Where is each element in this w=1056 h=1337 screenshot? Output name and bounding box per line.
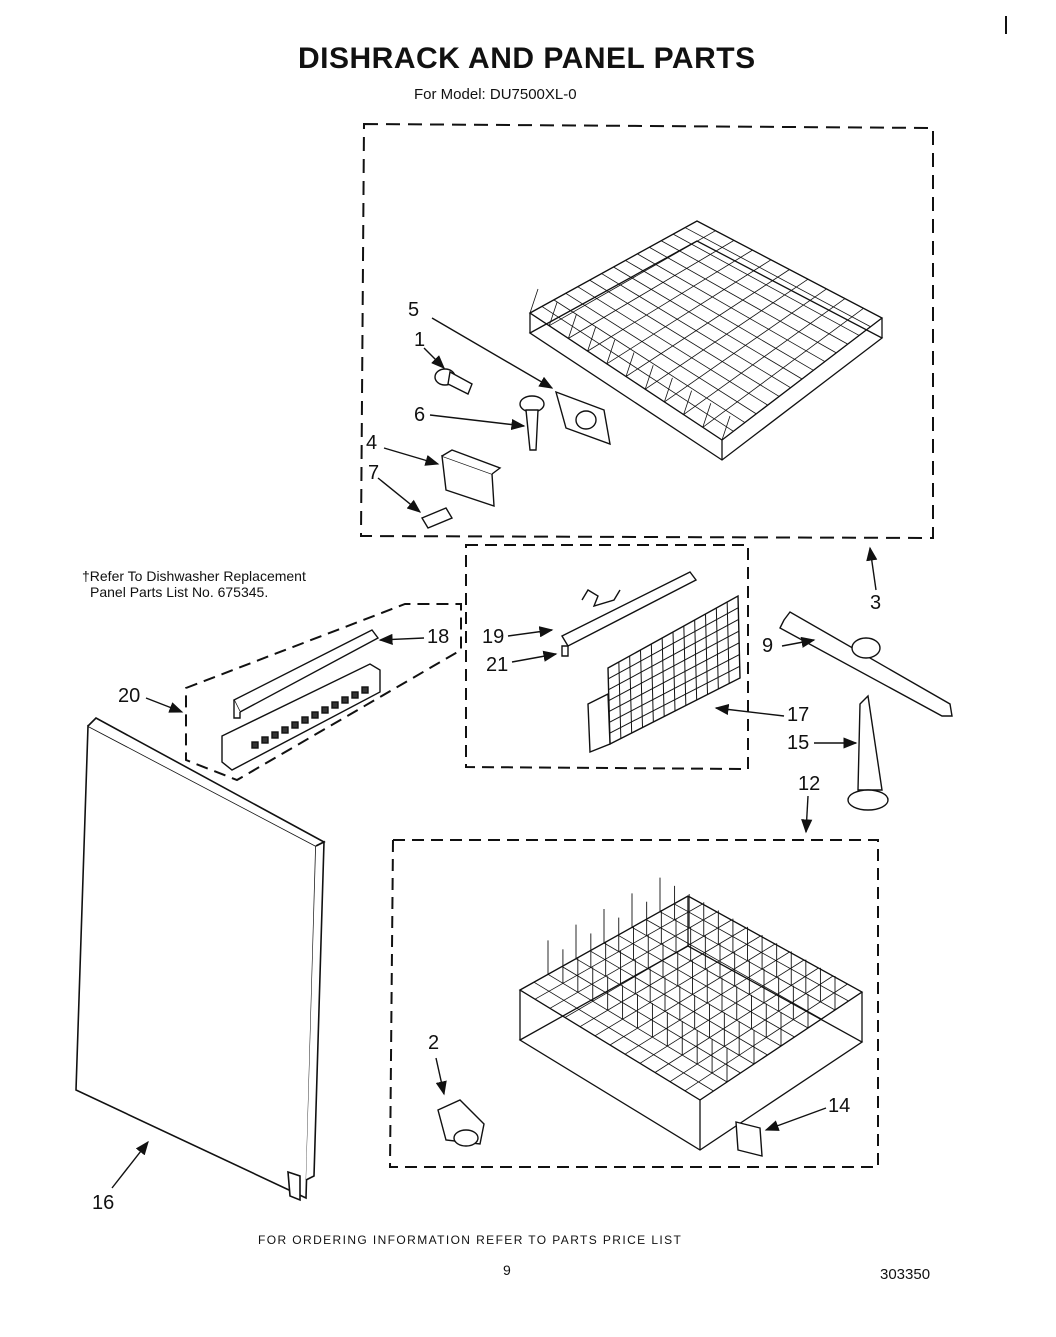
part-9-spray-arm [779, 611, 953, 717]
callout-7: 7 [368, 462, 380, 484]
callout-16: 16 [92, 1192, 115, 1214]
panel-note-line2: Panel Parts List No. 675345. [90, 584, 269, 600]
panel-note-line1: †Refer To Dishwasher Replacement [82, 568, 306, 584]
part-14-clip [735, 1121, 763, 1157]
lower-dishrack [518, 877, 864, 1151]
part-19-strip [561, 571, 698, 647]
ordering-footer: FOR ORDERING INFORMATION REFER TO PARTS … [258, 1233, 683, 1247]
callout-6: 6 [414, 404, 426, 426]
callout-21: 21 [486, 654, 509, 676]
callout-1: 1 [414, 329, 426, 351]
document-number: 303350 [880, 1266, 931, 1283]
callout-9: 9 [762, 635, 774, 657]
callout-5: 5 [408, 299, 420, 321]
callout-14: 14 [828, 1095, 851, 1117]
lower-rack-group-box [388, 839, 879, 1168]
panel-group-box [465, 544, 749, 771]
part-7-pin [420, 507, 454, 529]
upper-dishrack [528, 220, 884, 461]
part-1-arm [447, 370, 473, 395]
callout-19: 19 [482, 626, 505, 648]
callout-3: 3 [870, 592, 882, 614]
trim-group-box [185, 603, 462, 782]
upper-rack-group-box [359, 122, 934, 540]
callout-2: 2 [428, 1032, 440, 1054]
part-16-door-panel [75, 717, 326, 1202]
model-subtitle: For Model: DU7500XL-0 [414, 86, 577, 103]
lower-rack-parts [437, 1099, 763, 1157]
callout-12: 12 [798, 773, 821, 795]
callout-18: 18 [427, 626, 450, 648]
callout-20: 20 [118, 685, 141, 707]
part-15-base [847, 789, 889, 811]
part-6-shaft [525, 409, 539, 451]
part-15-tower [857, 694, 883, 791]
panel-assembly [561, 571, 741, 754]
callout-15: 15 [787, 732, 810, 754]
diagram-title: DISHRACK AND PANEL PARTS [298, 42, 756, 75]
spray-arm-assembly [779, 611, 953, 811]
rack-adjuster-parts [420, 368, 611, 529]
page-number: 9 [503, 1262, 511, 1278]
trim-parts [221, 629, 381, 771]
callout-17: 17 [787, 704, 810, 726]
callout-4: 4 [366, 432, 378, 454]
